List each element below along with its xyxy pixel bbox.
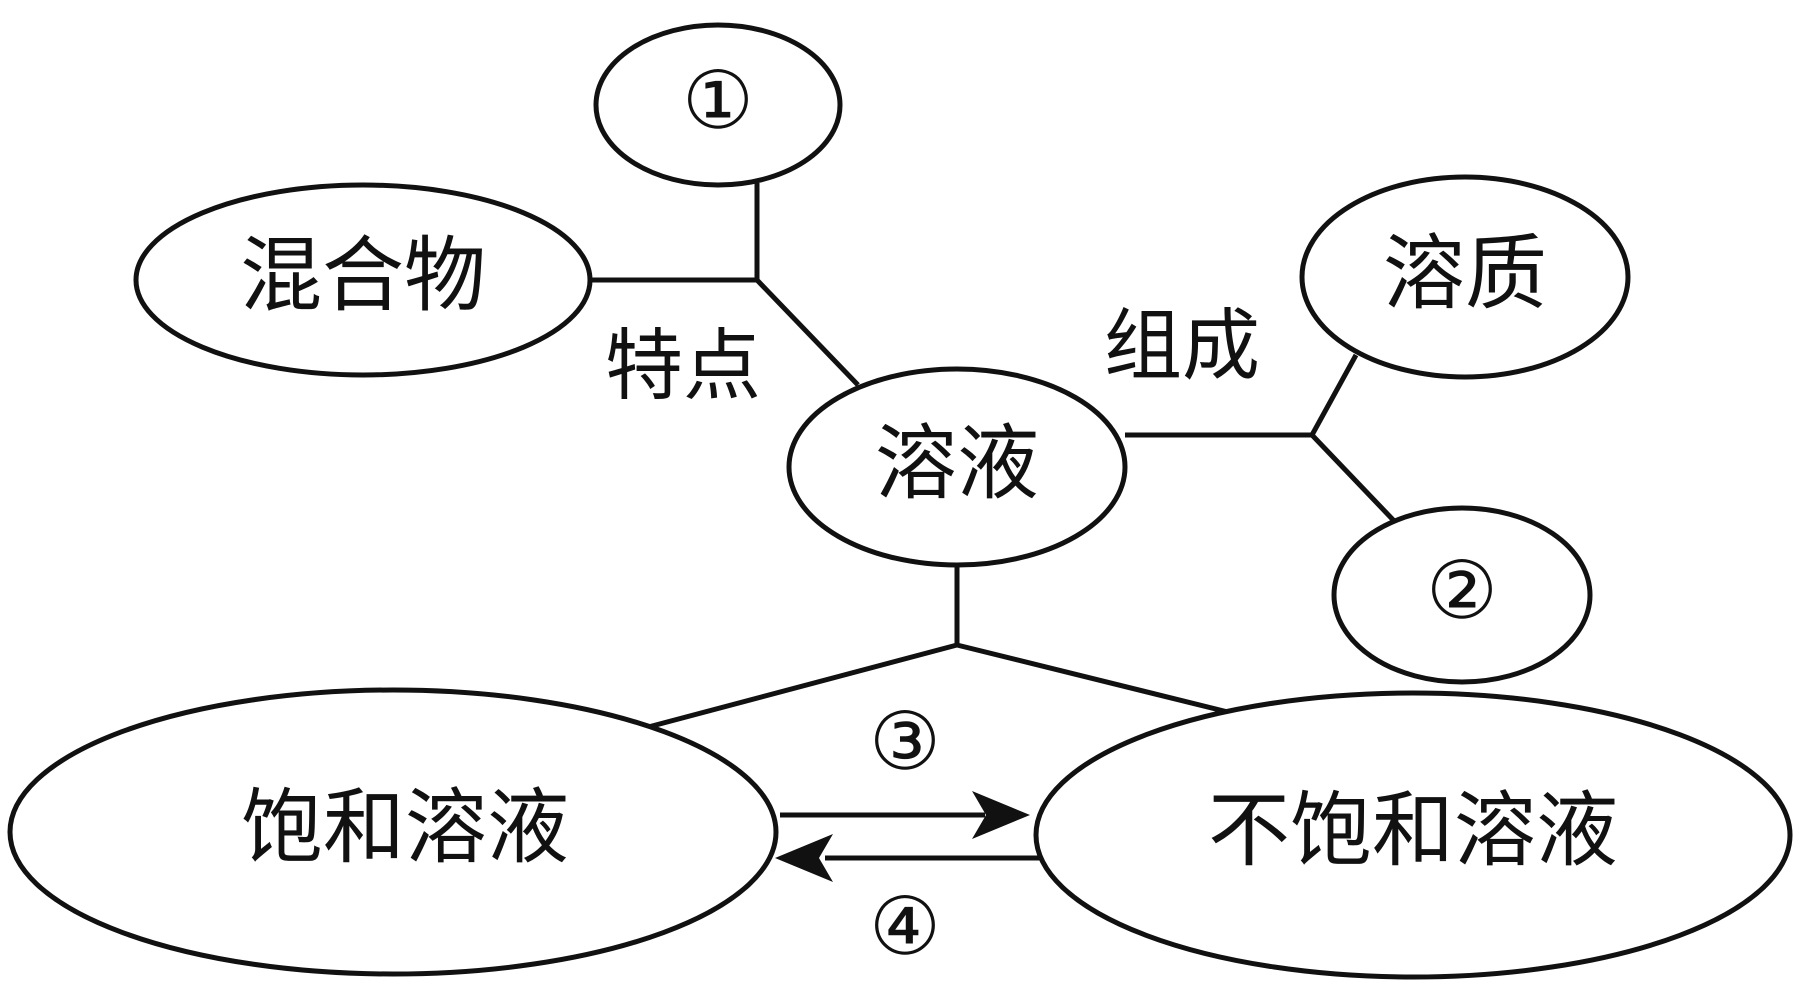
blank-3-label: ③: [869, 695, 941, 788]
feature-label: 特点: [605, 322, 761, 412]
blank-2-label: ②: [1426, 544, 1498, 637]
composition-label: 组成: [1104, 302, 1260, 392]
solute-label: 溶质: [1383, 227, 1547, 322]
edge-junction-solute: [1309, 353, 1359, 437]
edge-junction-solution: [755, 278, 860, 387]
arrowhead-right: [972, 791, 1030, 839]
unsaturated-label: 不饱和溶液: [1208, 784, 1618, 879]
conversion-arrows: [775, 791, 1048, 882]
mixture-label: 混合物: [240, 229, 486, 324]
node-mixture: 混合物: [133, 182, 593, 378]
edge-junction-unsaturated: [956, 642, 1241, 718]
node-unsaturated: 不饱和溶液: [1033, 690, 1793, 980]
saturated-label: 饱和溶液: [241, 781, 569, 876]
arrowhead-left: [775, 834, 833, 882]
blank-1-label: ①: [682, 54, 754, 147]
blank-4-label: ④: [869, 880, 941, 973]
node-solution: 溶液: [786, 366, 1128, 568]
node-blank-2: ②: [1331, 505, 1593, 685]
node-solute: 溶质: [1299, 174, 1631, 380]
solution-label: 溶液: [875, 417, 1039, 512]
edge-junction-saturated: [636, 642, 958, 733]
edge-junction-blank2: [1310, 433, 1400, 527]
node-saturated: 饱和溶液: [7, 687, 779, 977]
node-blank-1: ①: [593, 22, 843, 188]
